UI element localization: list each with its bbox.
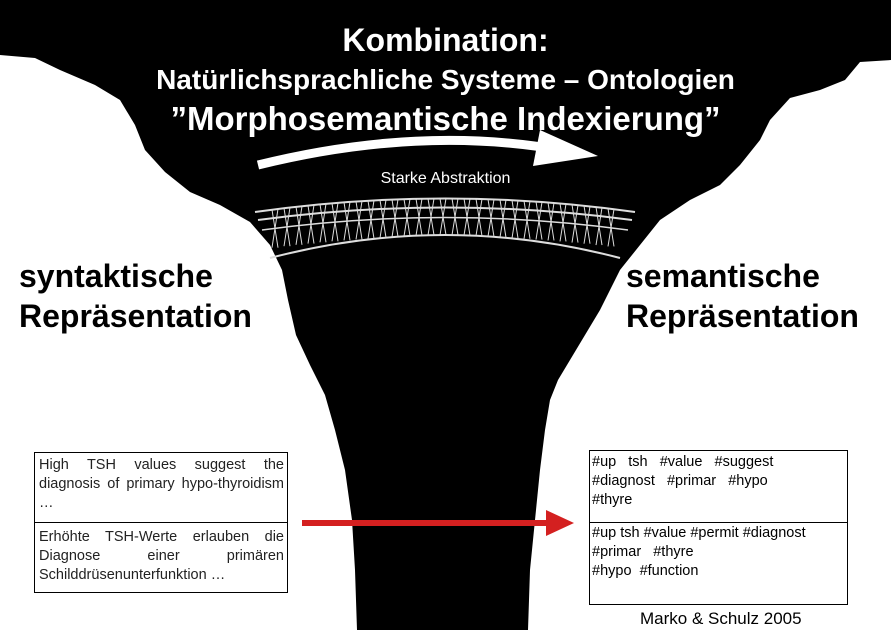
semantic-english-line-1: #up tsh #value #suggest	[592, 454, 774, 470]
bridge-strut	[331, 202, 339, 242]
bridge-strut	[391, 199, 399, 238]
bridge-strut	[607, 209, 615, 247]
semantic-english-line-3: #thyre	[592, 492, 633, 508]
bridge-strut	[511, 200, 519, 239]
title-line-2: Natürlichsprachliche Systeme – Ontologie…	[156, 64, 735, 95]
bridge-strut	[379, 199, 387, 239]
bridge-strut	[439, 198, 447, 236]
right-heading: semantische Repräsentation	[626, 256, 859, 336]
semantic-box	[589, 450, 848, 605]
title-line-1: Kombination:	[342, 22, 549, 58]
right-heading-line-1: semantische	[626, 258, 820, 294]
bridge-strut	[499, 199, 507, 238]
semantic-english-text: #up tsh #value #suggest #diagnost #prima…	[592, 453, 844, 510]
bridge-strut	[535, 201, 543, 240]
bridge-strut	[523, 201, 531, 239]
bridge-strut	[307, 204, 315, 244]
bridge-strut	[463, 198, 471, 236]
bridge-strut	[571, 205, 579, 243]
right-heading-line-2: Repräsentation	[626, 298, 859, 334]
bridge-image	[254, 197, 636, 259]
semantic-german-text: #up tsh #value #permit #diagnost #primar…	[592, 524, 844, 581]
box-divider	[35, 522, 287, 523]
bridge-strut	[451, 198, 459, 236]
semantic-german-line-1: #up tsh #value #permit #diagnost	[592, 525, 806, 541]
bridge-strut	[295, 206, 303, 245]
syntactic-english-text: High TSH values suggest the diagnosis of…	[39, 457, 284, 511]
bridge-strut	[403, 198, 411, 237]
left-heading-line-2: Repräsentation	[19, 298, 252, 334]
semantic-german-line-2: #primar #thyre	[592, 544, 694, 560]
bridge-strut	[547, 202, 555, 241]
translation-arrowhead	[546, 510, 574, 536]
semantic-english-line-2: #diagnost #primar #hypo	[592, 473, 768, 489]
bridge-strut	[271, 208, 279, 248]
bridge-strut	[487, 199, 495, 237]
bridge-strut	[595, 207, 603, 246]
bridge-strut	[367, 200, 375, 239]
box-divider	[590, 522, 847, 523]
abstraction-arrowhead	[533, 130, 598, 166]
bridge-strut	[415, 198, 423, 236]
bridge-strut	[343, 201, 351, 241]
semantic-german-line-3: #hypo #function	[592, 563, 699, 579]
bridge-strut	[559, 203, 567, 242]
arrow-label: Starke Abstraktion	[380, 170, 511, 187]
syntactic-box	[34, 452, 288, 593]
syntactic-german-text: Erhöhte TSH-Werte erlauben die Diagnose …	[39, 529, 284, 583]
bridge-strut	[583, 206, 591, 244]
bridge-strut	[475, 198, 483, 236]
bridge-strut	[283, 207, 291, 247]
bridge-strut	[427, 198, 435, 236]
bridge-strut	[355, 200, 363, 240]
left-heading: syntaktische Repräsentation	[19, 256, 252, 336]
abstraction-arrow	[256, 135, 561, 170]
left-heading-line-1: syntaktische	[19, 258, 213, 294]
bridge-strut	[319, 203, 327, 243]
credit: Marko & Schulz 2005	[640, 609, 802, 628]
title-line-3: ”Morphosemantische Indexierung”	[170, 100, 721, 137]
